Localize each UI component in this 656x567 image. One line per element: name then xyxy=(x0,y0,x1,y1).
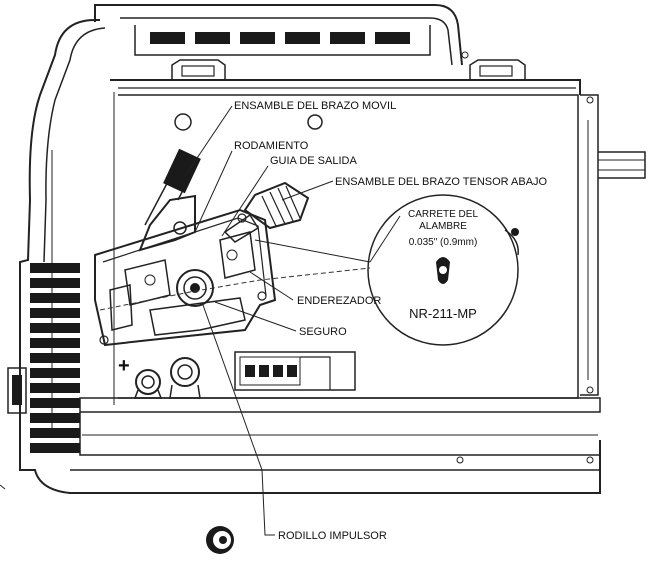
terminal-block xyxy=(234,351,356,391)
label-spool-line2: ALAMBRE xyxy=(419,221,467,232)
label-straightener: ENDEREZADOR xyxy=(297,295,381,307)
label-tension-arm: ENSAMBLE DEL BRAZO TENSOR ABAJO xyxy=(335,176,548,188)
label-wire-size: 0.035" (0.9mm) xyxy=(409,237,478,248)
label-bearing: RODAMIENTO xyxy=(234,140,309,152)
handle-slots xyxy=(150,32,410,44)
wire-spool xyxy=(367,194,519,346)
label-lock: SEGURO xyxy=(299,326,347,338)
label-moving-arm: ENSAMBLE DEL BRAZO MOVIL xyxy=(234,100,396,112)
leader-lines xyxy=(0,105,401,536)
label-outlet-guide: GUIA DE SALIDA xyxy=(270,155,357,167)
handle-mounts xyxy=(171,59,526,80)
output-terminals: + xyxy=(118,355,201,399)
label-spool-model: NR-211-MP xyxy=(409,306,477,321)
drive-roll-detail xyxy=(206,526,234,554)
label-spool-line1: CARRETE DEL xyxy=(408,209,478,220)
vent-grille xyxy=(7,263,80,453)
label-drive-roll: RODILLO IMPULSOR xyxy=(278,530,387,542)
labels: ENSAMBLE DEL BRAZO MOVIL RODAMIENTO GUIA… xyxy=(234,100,548,542)
wire-feeder xyxy=(94,148,371,347)
plus-sign: + xyxy=(118,355,130,377)
tension-knob xyxy=(223,181,310,243)
